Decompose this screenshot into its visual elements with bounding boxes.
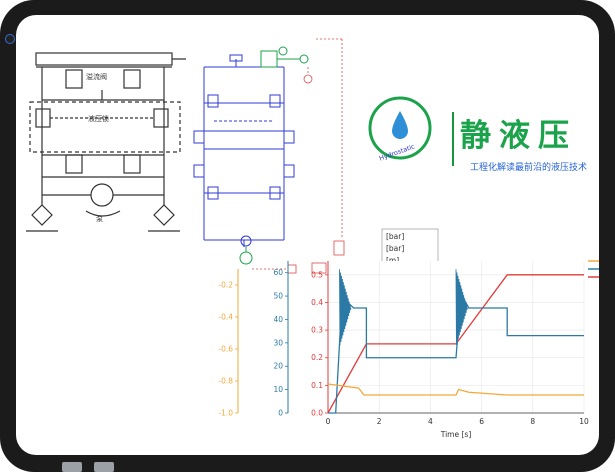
x-tick-label: 8 [530,417,535,426]
y-tick-label: -0.4 [218,313,233,322]
tablet-foot-left [62,462,82,472]
y-tick-label: -0.2 [218,281,233,290]
series-group [327,269,584,414]
camera-icon [5,34,15,44]
y-tick-label: -1.0 [218,409,233,418]
x-axis-label: Time [s] [440,430,472,439]
blue-schematic [193,54,295,247]
logo-divider [452,112,454,166]
oscillation-1 [455,269,468,346]
simulation-chart: 0 2 4 6 8 10 -0.2 -0.4 -0.6 -0.8 -1.0 0 10 20 30 40 50 60… [218,260,599,439]
logo-title: 静液压 [460,118,577,154]
y-tick-label: 0.2 [311,353,323,362]
y-tick-label: -0.6 [218,345,233,354]
green-schematic [239,46,309,265]
legend-box [381,228,439,268]
y-tick-label: 0.0 [311,409,323,418]
axes: 0 2 4 6 8 10 -0.2 -0.4 -0.6 -0.8 -1.0 0 10 20 30 40 50 60… [218,261,589,426]
x-tick-label: 6 [479,417,484,426]
y-tick-label: 60 [273,268,283,277]
x-tick-label: 2 [377,417,382,426]
droplet-icon [392,111,408,139]
logo-graphic: Hydrostatic [368,96,432,163]
x-tick-label: 0 [326,417,331,426]
y-tick-label: 0 [278,409,283,418]
y-tick-label: 0.4 [311,298,323,307]
x-tick-label: 10 [579,417,589,426]
y-tick-label: -0.8 [218,377,233,386]
series-line-0 [327,274,584,414]
y-tick-label: 50 [273,292,283,301]
legend-item-3: [m] [386,256,399,265]
y-tick-label: 40 [273,315,283,324]
pump-label: 泵 [96,215,103,223]
y-tick-label: 20 [273,362,283,371]
y-tick-label: 0.3 [311,326,323,335]
x-tick-label: 4 [428,417,433,426]
tablet-foot-right [94,462,114,472]
hydraulic-lock-label: 液压锁 [88,114,109,123]
screen: 溢流阀 液压锁 泵 [16,15,599,455]
signal-path [252,38,343,270]
oscillation-0 [339,269,352,346]
y-tick-label: 30 [273,338,283,347]
y-tick-label: 10 [273,385,283,394]
y-tick-label: 0.1 [311,381,323,390]
logo-subtitle: 工程化解读最前沿的液压技术 [470,163,588,173]
series-line-2 [327,383,584,396]
legend-item-2: [bar] [386,244,404,253]
relief-valve-label: 溢流阀 [86,72,107,81]
y-tick-label: 0.5 [311,270,323,279]
legend-item-1: [bar] [386,232,404,241]
